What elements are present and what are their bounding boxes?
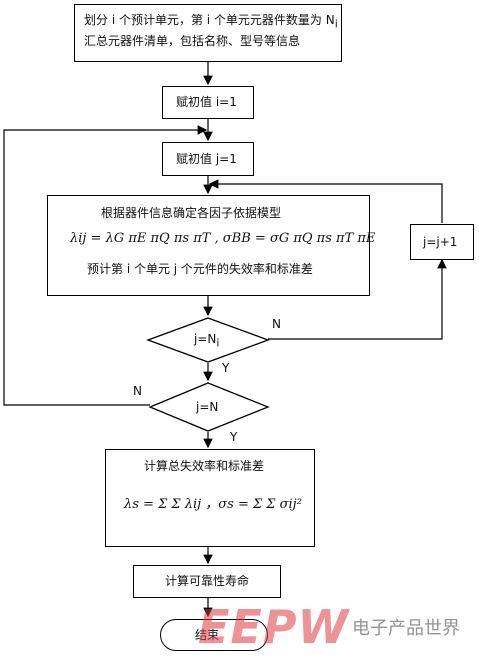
eepw-watermark-logo: EEPW: [198, 600, 350, 654]
model-line3: 预计第 i 个单元 j 个元件的失效率和标准差: [87, 262, 313, 276]
step-compute-total: [105, 449, 315, 547]
divide-line1-text: 划分 i 个预计单元，第 i 个单元元器件数量为 N: [84, 13, 335, 27]
step-increment-j: [410, 224, 474, 260]
cond-j-yes-label: Y: [222, 361, 230, 375]
cond-j-no-label: N: [272, 317, 281, 331]
step-compute-life: [133, 565, 281, 598]
model-title: 根据器件信息确定各因子依据模型: [101, 206, 282, 220]
eepw-watermark-cn: 电子产品世界: [352, 618, 460, 639]
cond-i-no-label: N: [133, 384, 142, 398]
end-label: 结束: [195, 628, 220, 642]
decision-i-diamond: [148, 382, 270, 432]
compute-total-title: 计算总失效率和标准差: [144, 459, 265, 473]
step-end-terminator: [160, 619, 268, 651]
decision-j-diamond: [146, 317, 270, 363]
divide-line1: 划分 i 个预计单元，第 i 个单元元器件数量为 Ni: [84, 12, 338, 32]
divide-line2: 汇总元器件清单，包括名称、型号等信息: [84, 34, 301, 48]
init-i-label: 赋初值 i=1: [176, 95, 237, 109]
arrow-cond-i-no: [3, 125, 208, 406]
cond-i-yes-label: Y: [230, 430, 238, 444]
cond-j-text: j=N: [194, 332, 217, 346]
increment-j-label: j=j+1: [423, 235, 458, 249]
compute-total-formula: λs = Σ Σ λij ，σs = Σ Σ σij²: [124, 497, 302, 512]
arrow-incr-j-loop: [208, 179, 443, 223]
model-formula: λij = λG πE πQ πs πT , σBB = σG πQ πs πT…: [70, 231, 376, 246]
cond-j-sub: i: [216, 336, 220, 350]
cond-i-label: j=N: [196, 400, 219, 414]
cond-j-label: j=Ni: [194, 331, 219, 351]
step-init-j: [162, 142, 254, 176]
init-j-label: 赋初值 j=1: [176, 152, 237, 166]
step-init-i: [162, 86, 254, 119]
arrow-cond-j-no: [268, 258, 447, 340]
divide-line1-sub: i: [334, 17, 338, 31]
step-model: [47, 195, 370, 296]
step-divide-units: [74, 4, 342, 62]
compute-life-label: 计算可靠性寿命: [165, 574, 250, 588]
